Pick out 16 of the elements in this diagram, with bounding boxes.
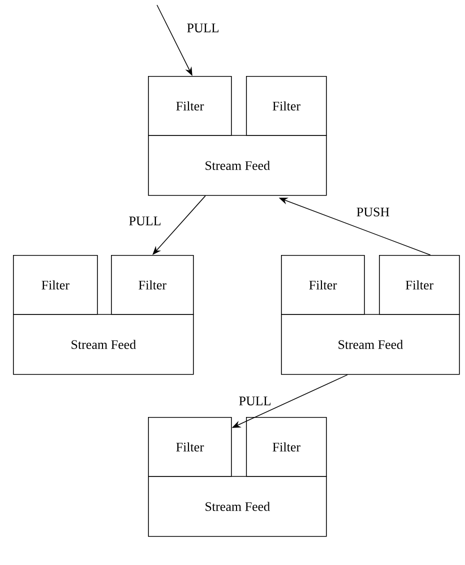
process-box: Filter: [246, 76, 327, 136]
edge-label: PULL: [128, 216, 162, 226]
process-box: Filter: [148, 417, 232, 477]
edge-label: PUSH: [355, 206, 391, 218]
process-box: Stream Feed: [281, 314, 460, 375]
process-box: Filter: [281, 255, 365, 315]
edge-label: PULL: [186, 22, 220, 34]
process-box: Filter: [13, 255, 98, 315]
process-box: Filter: [111, 255, 194, 315]
process-box: Filter: [379, 255, 460, 315]
edge-label: PULL: [238, 396, 272, 406]
process-box: Stream Feed: [13, 314, 194, 375]
process-box: Stream Feed: [148, 476, 327, 537]
process-box: Filter: [148, 76, 232, 136]
process-box: Stream Feed: [148, 135, 327, 196]
process-box: Filter: [246, 417, 327, 477]
